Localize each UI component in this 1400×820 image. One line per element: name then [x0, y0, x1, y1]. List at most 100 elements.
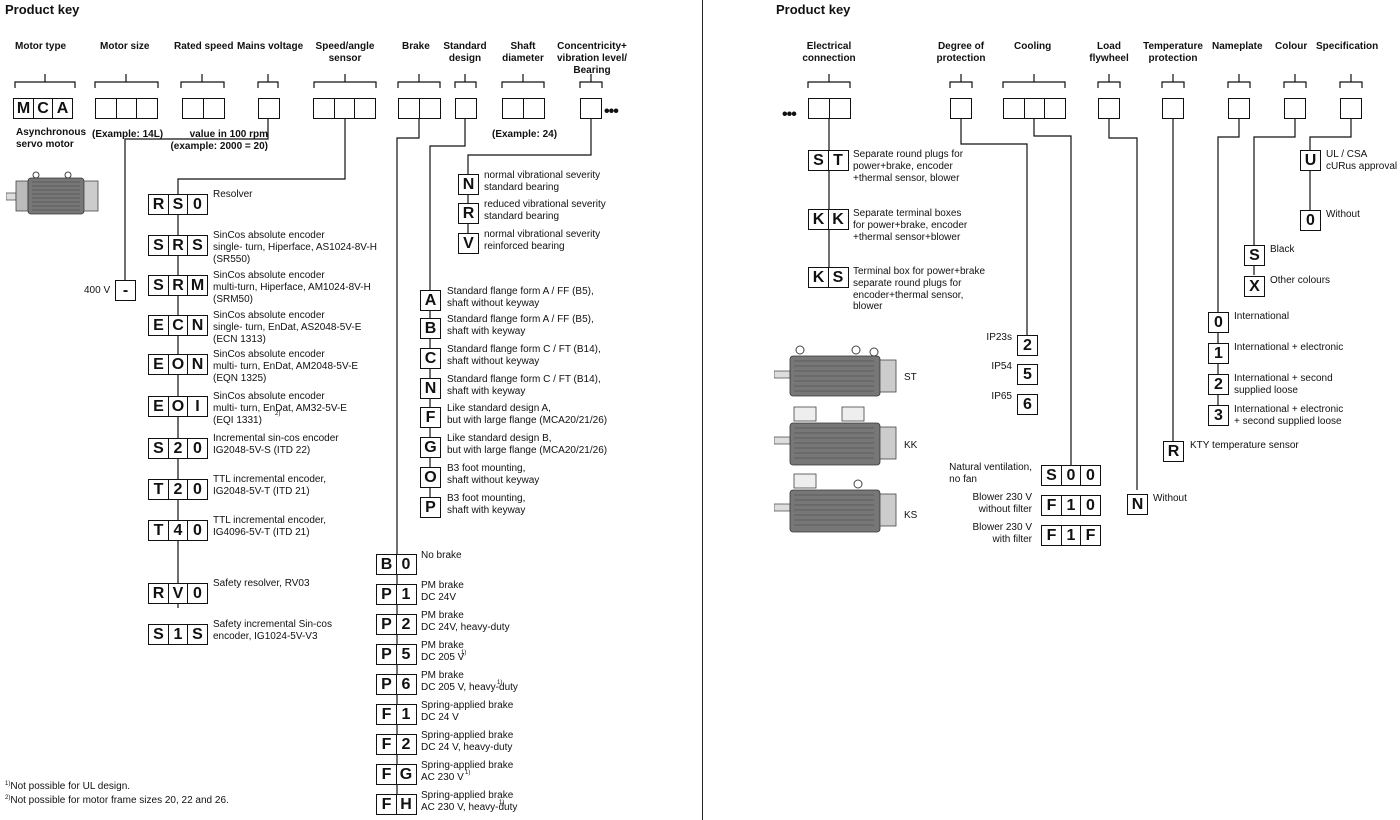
header-nameplate: Nameplate	[1212, 41, 1263, 52]
code-char: K	[808, 209, 829, 230]
standard-design-slot	[455, 98, 477, 119]
option-description: Standard flange form A / FF (B5), shaft …	[447, 286, 594, 309]
code-char: S	[187, 624, 208, 645]
code-char: R	[148, 583, 169, 604]
footnote-text: Not possible for UL design.	[10, 781, 131, 792]
code-char: 2	[1017, 335, 1038, 356]
option-code: B	[420, 318, 441, 339]
code-char: V	[167, 583, 189, 604]
option-code: 6	[1017, 394, 1038, 415]
option-description: International	[1234, 311, 1290, 322]
code-char: K	[827, 209, 849, 230]
code-char: F	[376, 704, 397, 725]
option-code: 3	[1208, 405, 1229, 426]
electrical-slots	[808, 98, 851, 119]
code-char: E	[148, 315, 169, 336]
option-description: SinCos absolute encoder single- turn, En…	[213, 310, 362, 345]
header-mains-voltage: Mains voltage	[237, 41, 304, 52]
code-char: P	[376, 644, 397, 665]
code-char: F	[1080, 525, 1101, 546]
option-description: Spring-applied brake DC 24 V, heavy-duty	[421, 730, 514, 753]
colour-slot	[1284, 98, 1306, 119]
code-char: S	[167, 194, 189, 215]
footnote-mark: 2)	[5, 795, 11, 801]
code-char: N	[1127, 494, 1148, 515]
option-description: Spring-applied brake DC 24 V	[421, 700, 514, 723]
header-motor-type: Motor type	[15, 41, 67, 52]
code-char: M	[13, 98, 34, 119]
option-description: Standard flange form C / FT (B14), shaft…	[447, 374, 601, 397]
asynchronous-label: Asynchronous servo motor	[16, 127, 87, 150]
code-char: F	[1041, 495, 1062, 516]
option-code: 2	[1017, 335, 1038, 356]
option-description: TTL incremental encoder, IG4096-5V-T (IT…	[213, 515, 327, 538]
code-char: R	[1163, 441, 1184, 462]
motor-label-st: ST	[904, 372, 917, 383]
code-char: E	[148, 354, 169, 375]
header-speed-sensor: Speed/angle sensor	[315, 41, 375, 64]
option-description: TTL incremental encoder, IG2048-5V-T (IT…	[213, 474, 327, 497]
voltage-code: -	[115, 280, 136, 301]
option-description: SinCos absolute encoder multi-turn, Hipe…	[213, 270, 371, 305]
option-description: B3 foot mounting, shaft with keyway	[447, 493, 526, 516]
code-char: 0	[187, 438, 208, 459]
header-brake: Brake	[402, 41, 430, 52]
panel-divider	[702, 0, 703, 820]
code-char: S	[1041, 465, 1062, 486]
left-title: Product key	[5, 2, 80, 17]
motor-type-code: M C A	[13, 98, 73, 119]
option-code: V	[458, 233, 479, 254]
example-shaft: (Example: 24)	[492, 129, 558, 140]
option-description: Standard flange form A / FF (B5), shaft …	[447, 314, 594, 337]
footnote-reference: 1)	[465, 770, 471, 776]
option-code: G	[420, 437, 441, 458]
code-char: -	[115, 280, 136, 301]
code-char: 6	[395, 674, 417, 695]
option-description: Without	[1153, 493, 1187, 504]
header-flywheel: Load flywheel	[1089, 41, 1129, 64]
option-label: Natural ventilation, no fan	[949, 462, 1032, 485]
code-char: O	[167, 354, 189, 375]
speed-note: value in 100 rpm (example: 2000 = 20)	[170, 129, 268, 152]
voltage-label: 400 V	[84, 285, 111, 296]
footnote-mark: 1)	[5, 781, 11, 787]
code-char: H	[395, 794, 417, 815]
code-char: 2	[1208, 374, 1229, 395]
code-char: B	[376, 554, 397, 575]
option-description: SinCos absolute encoder multi- turn, EnD…	[213, 349, 359, 384]
code-char: F	[376, 764, 397, 785]
footnote-reference: 1)	[461, 650, 467, 656]
motor-label-ks: KS	[904, 510, 918, 521]
footnote-1: 1)Not possible for UL design.	[5, 781, 130, 793]
option-description: No brake	[421, 550, 462, 561]
nameplate-slot	[1228, 98, 1250, 119]
header-shaft-diameter: Shaft diameter	[502, 41, 544, 64]
code-char: T	[827, 150, 849, 171]
option-code: 5	[1017, 364, 1038, 385]
option-code: 2	[1208, 374, 1229, 395]
code-char: 2	[395, 734, 417, 755]
option-description: KTY temperature sensor	[1190, 440, 1299, 451]
code-char: A	[420, 290, 441, 311]
footnote-text: Not possible for motor frame sizes 20, 2…	[10, 795, 229, 806]
header-concentricity: Concentricity+ vibration level/ Bearing	[556, 41, 628, 76]
code-char: F	[376, 734, 397, 755]
code-char: A	[52, 98, 73, 119]
code-char: R	[167, 235, 189, 256]
code-char: G	[420, 437, 441, 458]
code-char: N	[187, 354, 208, 375]
motor-size-slots	[95, 98, 159, 119]
